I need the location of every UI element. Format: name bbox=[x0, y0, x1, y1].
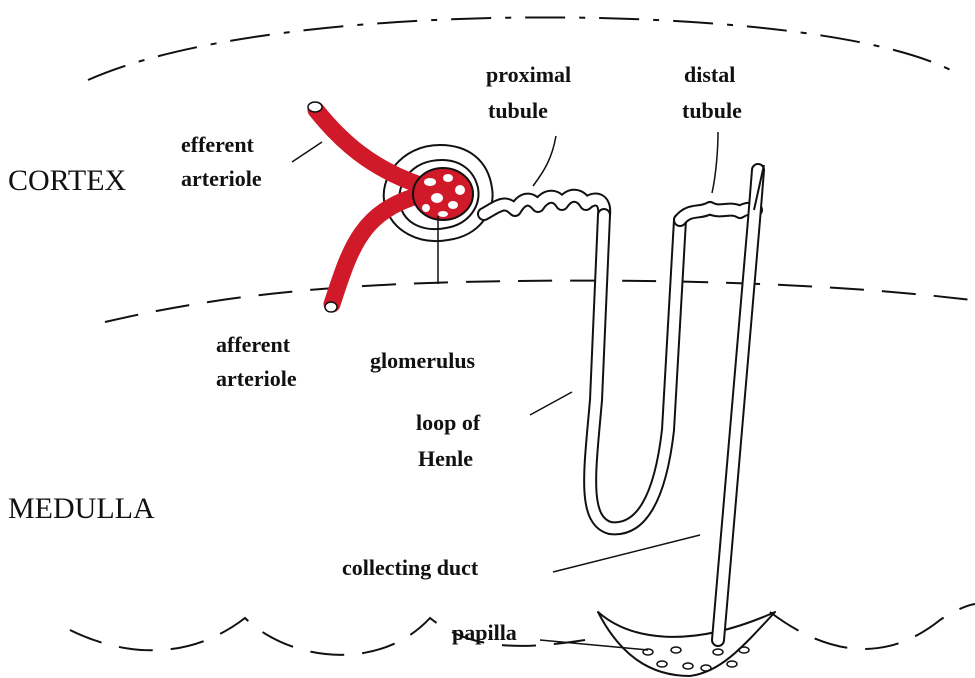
label-loop-of-henle-2: Henle bbox=[418, 446, 473, 471]
afferent-arteriole-vessel bbox=[325, 195, 420, 312]
papilla-shape bbox=[598, 612, 775, 676]
region-label-medulla: MEDULLA bbox=[8, 492, 155, 525]
label-efferent-arteriole-2: arteriole bbox=[181, 166, 262, 191]
label-afferent-arteriole-2: arteriole bbox=[216, 366, 297, 391]
region-label-cortex: CORTEX bbox=[8, 164, 127, 197]
label-distal-tubule-2: tubule bbox=[682, 98, 742, 123]
pelvis-boundary-right bbox=[770, 604, 975, 649]
label-papilla: papilla bbox=[452, 620, 517, 645]
label-loop-of-henle-1: loop of bbox=[416, 410, 481, 435]
label-proximal-tubule-2: tubule bbox=[488, 98, 548, 123]
label-distal-tubule-1: distal bbox=[684, 62, 735, 87]
efferent-arteriole-vessel bbox=[308, 102, 420, 185]
label-afferent-arteriole-1: afferent bbox=[216, 332, 291, 357]
label-proximal-tubule-1: proximal bbox=[486, 62, 571, 87]
papilla-openings bbox=[643, 647, 749, 671]
label-collecting-duct: collecting duct bbox=[342, 555, 479, 580]
glomerulus-tuft bbox=[413, 168, 473, 220]
label-glomerulus: glomerulus bbox=[370, 348, 476, 373]
corticomedullary-boundary bbox=[105, 281, 972, 322]
label-efferent-arteriole-1: efferent bbox=[181, 132, 255, 157]
